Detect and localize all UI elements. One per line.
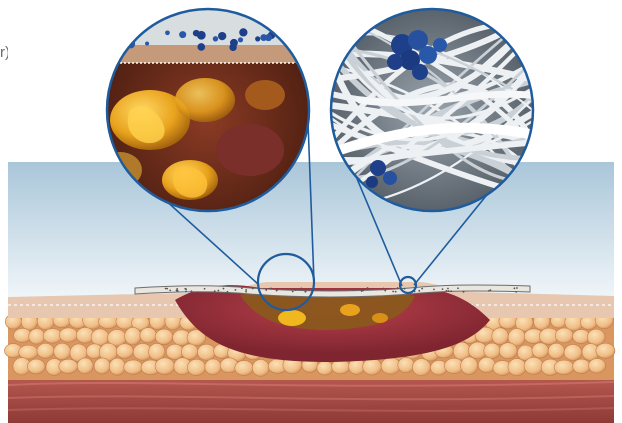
muscle-layer [8, 375, 614, 423]
fiber-zoom-callout [330, 9, 535, 211]
